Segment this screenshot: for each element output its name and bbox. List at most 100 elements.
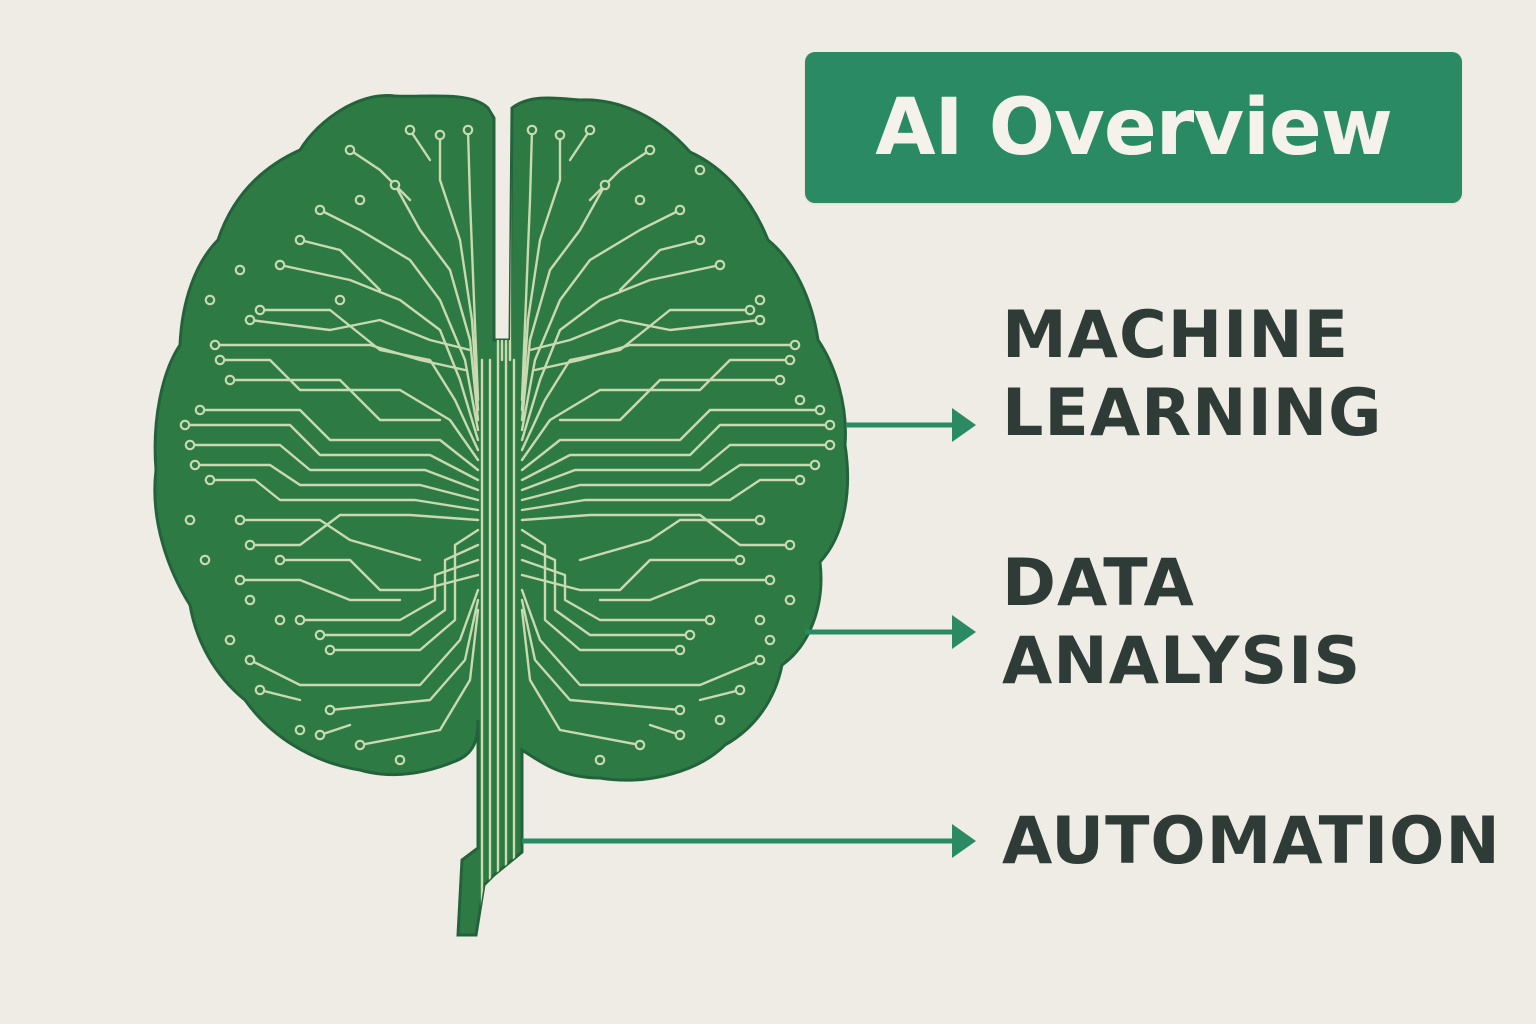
circuit-trace [193, 463, 480, 502]
circuit-pad [794, 394, 806, 406]
circuit-pad [594, 754, 606, 766]
circuit-trace [618, 238, 702, 292]
circuit-trace [520, 598, 682, 712]
circuit-trace [520, 263, 722, 442]
circuit-pad [194, 404, 206, 416]
machine-learning-label: MACHINE LEARNING [1002, 297, 1383, 453]
circuit-pad [274, 554, 286, 566]
circuit-pad [204, 474, 216, 486]
circuit-pad [784, 354, 796, 366]
machine-learning-line-1: MACHINE [1002, 298, 1350, 373]
circuit-pad [734, 554, 746, 566]
circuit-trace [520, 588, 762, 687]
circuit-pad [234, 264, 246, 276]
circuit-pad [394, 754, 406, 766]
circuit-pads [179, 124, 836, 766]
circuit-pad [244, 594, 256, 606]
circuit-trace [533, 343, 797, 372]
circuit-trace [328, 528, 480, 652]
circuit-pad [794, 474, 806, 486]
arrow-right-icon [952, 824, 976, 858]
arrow-right-icon [952, 408, 976, 442]
circuit-pad [199, 554, 211, 566]
circuit-pad [684, 629, 696, 641]
circuit-trace [238, 578, 402, 602]
circuit-trace [298, 238, 382, 292]
circuit-trace [568, 128, 592, 162]
circuit-pad [204, 294, 216, 306]
circuit-pad [234, 574, 246, 586]
arrow-right-icon [952, 615, 976, 649]
circuit-trace [278, 263, 480, 442]
circuit-pad [274, 259, 286, 271]
circuit-pad [184, 439, 196, 451]
circuit-pad [404, 124, 416, 136]
circuit-trace [213, 343, 467, 372]
circuit-trace [183, 423, 480, 482]
circuit-trace [298, 558, 480, 622]
circuit-pad [754, 314, 766, 326]
circuit-trace [578, 518, 762, 562]
circuit-pad [674, 729, 686, 741]
circuit-trace [520, 463, 817, 502]
circuit-pad [344, 144, 356, 156]
circuit-pad [554, 129, 566, 141]
data-analysis-line-2: ANALYSIS [1002, 624, 1362, 699]
circuit-trace [598, 578, 772, 602]
circuit-trace [558, 378, 782, 422]
circuit-pad [644, 144, 656, 156]
circuit-pad [184, 514, 196, 526]
circuit-pad [814, 404, 826, 416]
circuit-pad [434, 129, 446, 141]
circuit-pad [254, 684, 266, 696]
circuit-trace [520, 543, 692, 637]
circuit-pad [294, 234, 306, 246]
automation-line-1: AUTOMATION [1002, 804, 1501, 879]
circuit-trace [208, 478, 480, 512]
circuit-pad [694, 164, 706, 176]
machine-learning-connector [846, 408, 976, 442]
circuit-pad [824, 419, 836, 431]
title-banner: AI Overview [805, 52, 1462, 203]
circuit-pad [744, 304, 756, 316]
circuit-pad [774, 374, 786, 386]
circuit-trace [228, 378, 442, 422]
circuit-pad [244, 539, 256, 551]
circuit-pad [764, 634, 776, 646]
circuit-trace [588, 148, 652, 202]
circuit-pad [809, 459, 821, 471]
circuit-trace [520, 558, 742, 592]
circuit-trace [248, 513, 480, 547]
circuit-trace [466, 128, 480, 402]
page-title: AI Overview [875, 82, 1393, 173]
circuit-trace [520, 478, 802, 512]
machine-learning-line-2: LEARNING [1002, 376, 1383, 451]
circuit-pad [674, 204, 686, 216]
circuit-trace [438, 133, 480, 412]
circuit-pad [824, 439, 836, 451]
circuit-pad [324, 644, 336, 656]
circuit-pad [354, 739, 366, 751]
circuit-trace [318, 543, 480, 637]
circuit-pad [224, 374, 236, 386]
circuit-pad [354, 194, 366, 206]
circuit-trace [238, 518, 422, 562]
circuit-trace [188, 443, 480, 492]
circuit-trace [358, 608, 480, 747]
circuit-pad [314, 729, 326, 741]
circuit-trace [520, 443, 832, 492]
circuit-pad [389, 179, 401, 191]
circuit-pad [254, 304, 266, 316]
circuit-pad [674, 704, 686, 716]
circuit-trace [328, 598, 480, 712]
circuit-pad [714, 259, 726, 271]
circuit-pad [234, 514, 246, 526]
circuit-pad [294, 724, 306, 736]
circuit-pad [754, 654, 766, 666]
circuit-trace [520, 208, 682, 432]
circuit-pad [704, 614, 716, 626]
circuit-trace [248, 588, 480, 687]
circuit-trace [520, 423, 832, 482]
circuit-trace [520, 183, 607, 422]
